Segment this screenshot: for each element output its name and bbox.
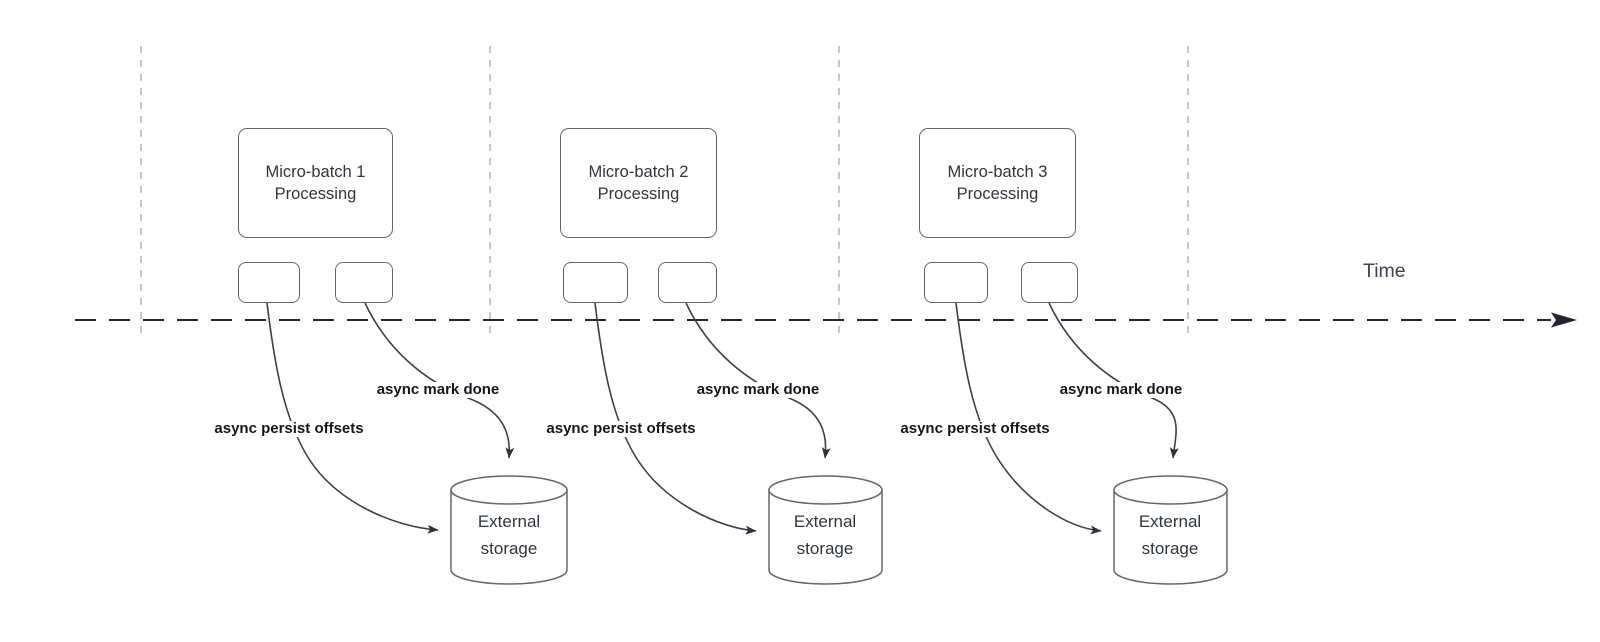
mark-done-task-box-1 [335,262,393,303]
persist-arrow-label-2: async persist offsets [543,421,699,437]
external-storage-label-2: External storage [793,512,857,558]
done-arrow-label-1: async mark done [373,382,503,398]
async-persist-offsets-arrow-3 [955,302,1102,535]
persist-offsets-task-box-1 [238,262,300,303]
done-arrow-label-3: async mark done [1056,382,1186,398]
external-storage-label-3: External storage [1138,512,1202,558]
mark-done-task-box-2 [658,262,717,303]
external-storage-cylinder-2 [768,475,883,585]
async-persist-offsets-arrow-2 [594,302,757,535]
micro-batch-3-processing-box: Micro-batch 3 Processing [919,128,1076,238]
persist-arrow-label-3: async persist offsets [897,421,1053,437]
done-arrow-label-2: async mark done [693,382,823,398]
time-axis-arrowhead-icon [1551,312,1577,328]
micro-batch-1-processing-box: Micro-batch 1 Processing [238,128,393,238]
time-axis-label: Time [1363,260,1406,282]
external-storage-cylinder-3 [1113,475,1228,585]
micro-batch-2-processing-box: Micro-batch 2 Processing [560,128,717,238]
persist-arrow-label-1: async persist offsets [211,421,367,437]
external-storage-label-1: External storage [477,512,541,558]
async-persist-offsets-arrow-1 [266,302,439,534]
external-storage-cylinder-1 [450,475,568,585]
persist-offsets-task-box-3 [924,262,988,303]
persist-offsets-task-box-2 [563,262,628,303]
mark-done-task-box-3 [1021,262,1078,303]
